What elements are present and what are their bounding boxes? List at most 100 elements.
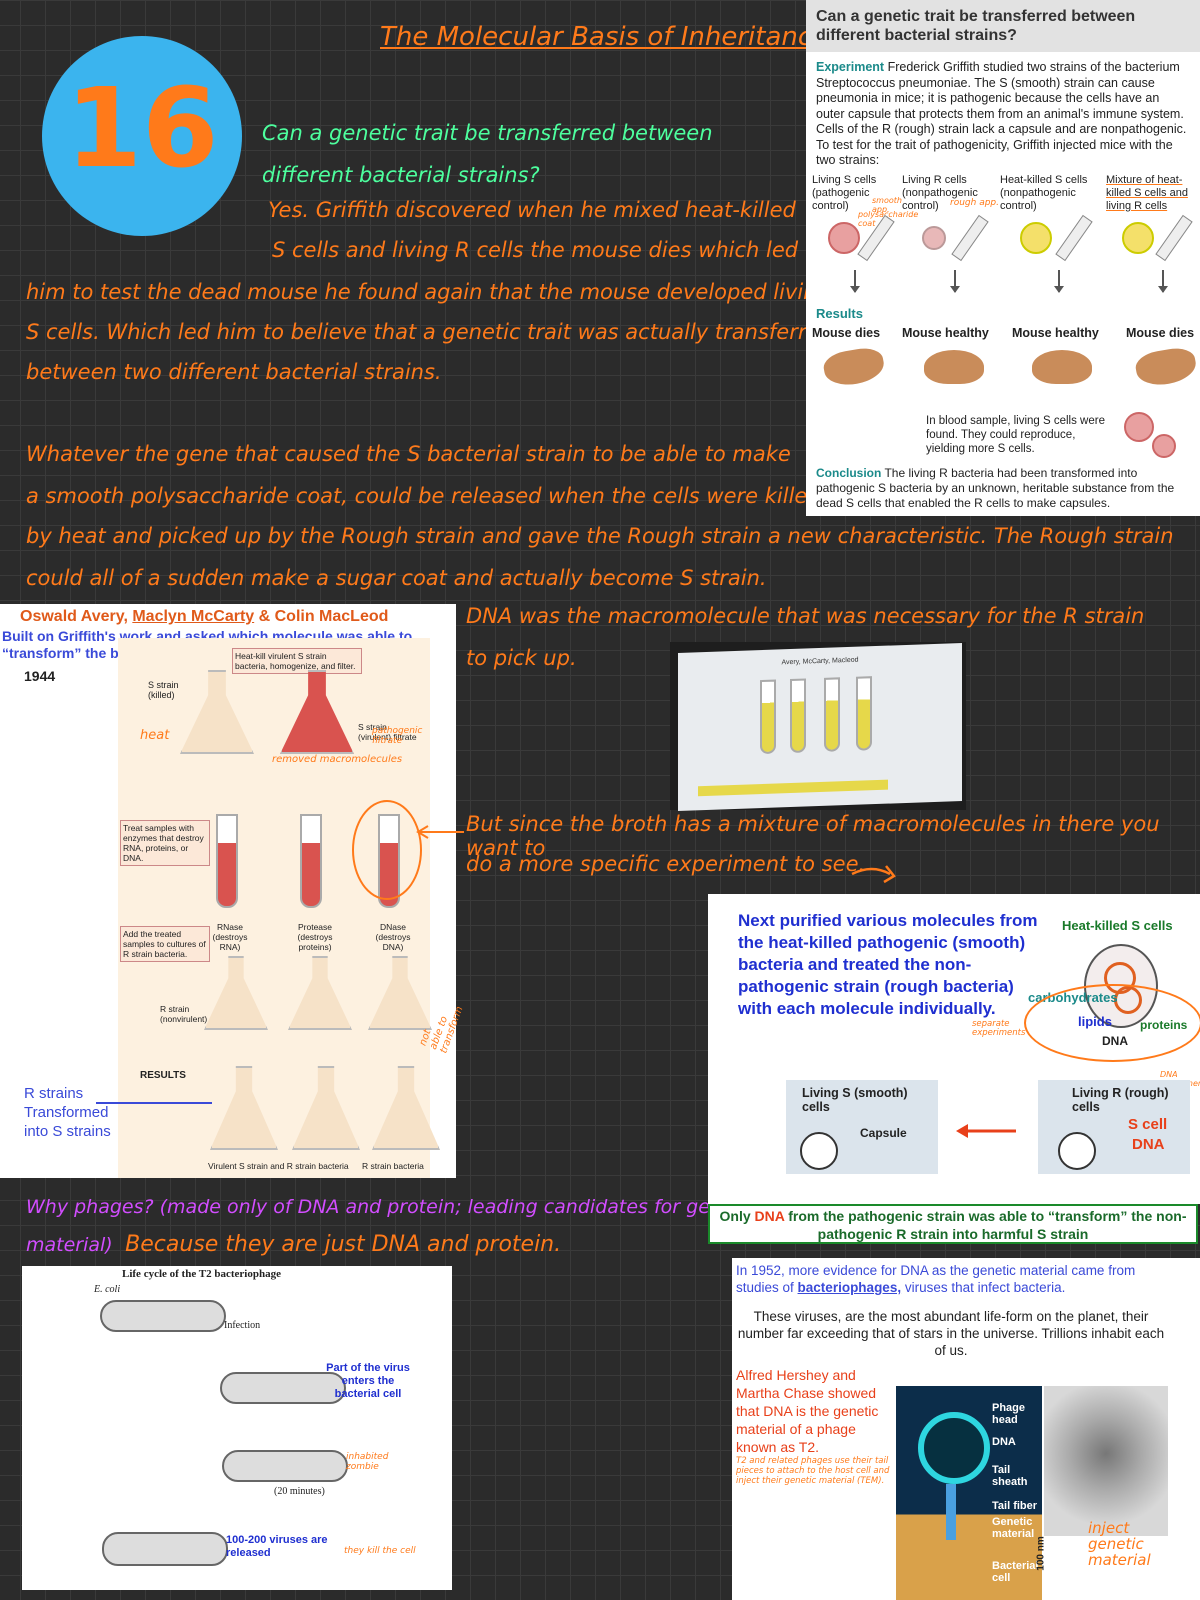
lab-photo: Avery, McCarty, Macleod	[670, 642, 966, 811]
t2-note: T2 and related phages use their tail pie…	[736, 1456, 890, 1486]
heat-killed-label: Heat-killed S cells	[1062, 918, 1173, 933]
avery-diagram-bg	[118, 638, 430, 1178]
hershey-text: Alfred Hershey and Martha Chase showed t…	[736, 1367, 879, 1455]
arrow-down-icon	[950, 270, 960, 293]
syringe-icon	[1155, 214, 1193, 262]
circle-highlight	[352, 800, 422, 900]
phage-intro-bold: bacteriophages,	[797, 1280, 902, 1295]
griffith-header: Can a genetic trait be transferred betwe…	[806, 0, 1200, 52]
column-label-2: Living R cells (nonpathogenic control)	[902, 174, 978, 212]
avery-title-part1: Oswald Avery,	[20, 608, 133, 625]
ecoli-cell-icon	[100, 1300, 226, 1332]
tube-icon	[790, 678, 806, 754]
infection-label: Infection	[224, 1320, 261, 1331]
only-dna-part2: DNA	[754, 1208, 785, 1224]
avery-figure: Oswald Avery, Maclyn McCarty & Colin Mac…	[0, 604, 465, 1178]
blood-note: In blood sample, living S cells were fou…	[926, 415, 1105, 455]
avery-title: Oswald Avery, Maclyn McCarty & Colin Mac…	[20, 608, 388, 626]
dna-note-line-1: DNA was the macromolecule that was neces…	[466, 604, 1145, 628]
avery-year: 1944	[24, 668, 56, 684]
living-r-box: Living R (rough) cells S cell DNA	[1038, 1080, 1190, 1174]
column-label-4: Mixture of heat-killed S cells and livin…	[1106, 174, 1188, 212]
result-4: Mouse dies	[1126, 326, 1195, 340]
living-r-label: Living R (rough) cells	[1072, 1086, 1169, 1114]
released-label: 100-200 viruses are released	[226, 1534, 328, 1559]
annotation-coat: polysaccharide coat	[858, 210, 919, 228]
para2-line-1: Whatever the gene that caused the S bact…	[26, 442, 791, 466]
avery-title-part2: Maclyn McCarty	[132, 608, 255, 625]
phage-answer: Because they are just DNA and protein.	[125, 1232, 562, 1257]
tube-icon	[856, 676, 872, 751]
curved-arrow-icon	[851, 865, 896, 884]
para2-line-2: a smooth polysaccharide coat, could be r…	[26, 484, 821, 508]
only-dna-banner: Only DNA from the pathogenic strain was …	[708, 1204, 1198, 1244]
abundance-text: These viruses, are the most abundant lif…	[737, 1309, 1165, 1358]
r-cell-icon	[1058, 1132, 1096, 1170]
answer-line-2: S cells and living R cells the mouse die…	[272, 238, 799, 262]
phage-info-panel: In 1952, more evidence for DNA as the ge…	[732, 1258, 1200, 1600]
red-arrow-icon	[956, 1124, 1016, 1138]
result-1: Mouse dies	[812, 326, 881, 340]
purified-figure: Next purified various molecules from the…	[708, 894, 1200, 1204]
syringe-icon	[1055, 214, 1093, 262]
annotation-rough: rough app.	[950, 198, 999, 208]
enters-label: Part of the virus enters the bacterial c…	[326, 1362, 410, 1400]
s-cells-icon	[1124, 412, 1154, 442]
separate-ring	[1024, 984, 1200, 1062]
step1-text: Heat-kill virulent S strain bacteria, ho…	[235, 651, 356, 671]
bottom-label-left: Virulent S strain and R strain bacteria	[208, 1161, 349, 1171]
page-title: The Molecular Basis of Inheritance	[380, 22, 829, 52]
inject-note: inject genetic material	[1088, 1519, 1151, 1569]
answer-line-1: Yes. Griffith discovered when he mixed h…	[268, 198, 796, 222]
column-label-1: Living S cells (pathogenic control)	[812, 174, 877, 212]
enzyme-protease: Protease (destroys proteins)	[297, 922, 333, 952]
phage-label-dna: DNA	[992, 1436, 1016, 1448]
scale-label: 100 nm	[1035, 1536, 1047, 1571]
answer-line-5: between two different bacterial strains.	[26, 360, 442, 384]
enzyme-rnase: RNase (destroys RNA)	[212, 922, 248, 952]
column-label-3: Heat-killed S cells (nonpathogenic contr…	[1000, 174, 1088, 212]
mouse-dead-icon	[1133, 345, 1199, 389]
heat-killed-cells-icon	[1020, 222, 1052, 254]
s-cell-dna-label-2: DNA	[1132, 1136, 1165, 1153]
lysed-cell-icon	[102, 1532, 228, 1566]
s-strain-killed-label: S strain (killed)	[148, 680, 179, 700]
broth-note-line-1: But since the broth has a mixture of mac…	[466, 812, 1160, 860]
ecoli-label: E. coli	[94, 1284, 121, 1295]
heat-label: heat	[140, 728, 170, 743]
r-strain-label: R strain (nonvirulent)	[160, 1004, 208, 1024]
tube-rnase-icon	[216, 814, 238, 908]
phage-question-line-1: Why phages? (made only of DNA and protei…	[26, 1196, 757, 1218]
lifecycle-figure: Life cycle of the T2 bacteriophage E. co…	[22, 1266, 452, 1590]
living-s-box: Living S (smooth) cells Capsule	[786, 1080, 938, 1174]
phage-head-icon	[918, 1412, 990, 1484]
broth-note-line-2: do a more specific experiment to see.	[466, 852, 866, 876]
purified-text: Next purified various molecules from the…	[738, 911, 1038, 1018]
s-cells-icon	[828, 222, 860, 254]
step2-text: Treat samples with enzymes that destroy …	[123, 823, 204, 863]
phage-intro: In 1952, more evidence for DNA as the ge…	[736, 1262, 1166, 1296]
para2-line-4: could all of a sudden make a sugar coat …	[26, 566, 767, 590]
tube-protease-icon	[300, 814, 322, 908]
griffith-header-text: Can a genetic trait be transferred betwe…	[816, 8, 1136, 44]
results-label: Results	[816, 306, 863, 321]
mouse-healthy-icon	[1032, 350, 1092, 384]
dna-note-line-2: to pick up.	[466, 646, 577, 670]
chapter-badge: 16	[42, 36, 242, 236]
mouse-healthy-icon	[924, 350, 984, 384]
arrow-down-icon	[850, 270, 860, 293]
filtrate-label: S strain (virulent) filtrate	[358, 722, 417, 742]
only-dna-part3: from the pathogenic strain was able to “…	[784, 1208, 1187, 1242]
minutes-label: (20 minutes)	[274, 1486, 325, 1497]
removed-note: removed macromolecules	[272, 754, 403, 765]
phage-label-genetic: Genetic material	[992, 1516, 1035, 1540]
step2-box: Treat samples with enzymes that destroy …	[120, 820, 210, 866]
answer-line-4: S cells. Which led him to believe that a…	[26, 320, 833, 344]
griffith-figure: Can a genetic trait be transferred betwe…	[806, 0, 1200, 516]
replicating-cell-icon	[222, 1450, 348, 1482]
conclusion-label: Conclusion	[816, 466, 882, 480]
phage-label-sheath: Tail sheath	[992, 1464, 1028, 1488]
syringe-icon	[951, 214, 989, 262]
tube-icon	[760, 679, 776, 755]
only-dna-part1: Only	[719, 1208, 755, 1224]
